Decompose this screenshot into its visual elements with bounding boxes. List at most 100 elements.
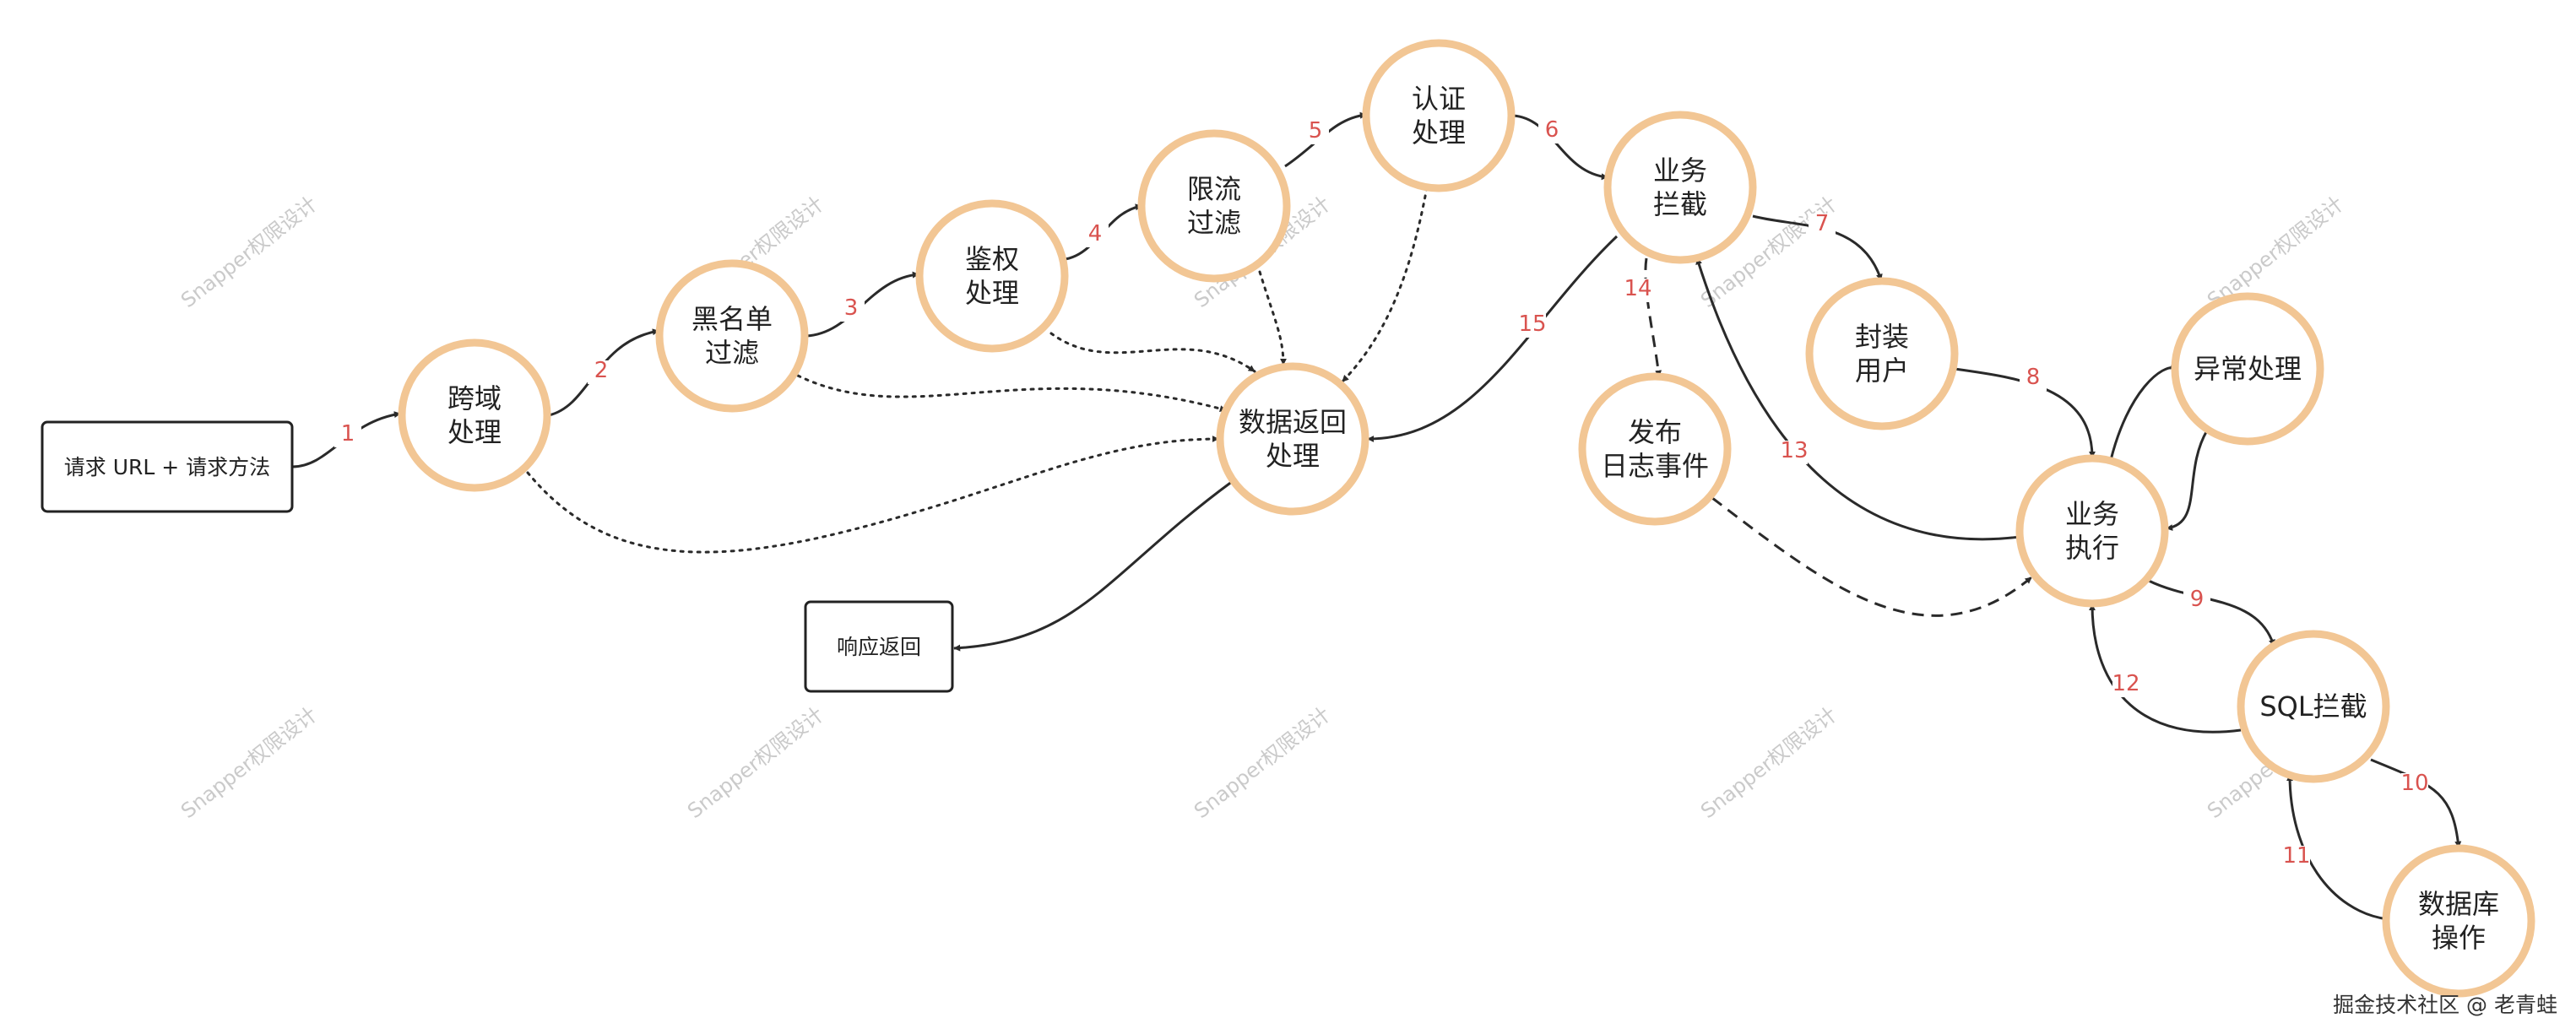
node-circle bbox=[1216, 362, 1369, 516]
node-label: 发布 bbox=[1628, 416, 1682, 448]
edge-label-8: 8 bbox=[2026, 365, 2041, 390]
node-circle bbox=[2382, 844, 2535, 998]
node-circle bbox=[1137, 129, 1291, 283]
edge-label-bg bbox=[334, 424, 361, 447]
node-exception: 异常处理 bbox=[2171, 292, 2324, 446]
node-label: 业务 bbox=[2065, 498, 2119, 530]
watermark-text: Snapper权限设计 bbox=[1696, 702, 1841, 823]
node-label: 拦截 bbox=[1653, 188, 1707, 220]
node-box bbox=[41, 420, 294, 513]
node-label: 黑名单 bbox=[691, 303, 773, 335]
edge-label-bg bbox=[2283, 846, 2310, 869]
edge-biz-intercept-to-dataret bbox=[1367, 235, 1619, 442]
node-label: 日志事件 bbox=[1601, 450, 1709, 482]
edge-exception-to-biz-exec bbox=[2166, 430, 2209, 531]
edge-label-bg bbox=[1781, 441, 1808, 464]
edge-label-bg bbox=[1809, 214, 1836, 237]
edge-cors-to-dataret bbox=[526, 436, 1220, 554]
edge-biz-exec-to-sql-intercept bbox=[2148, 579, 2275, 647]
edge-wrap-user-to-biz-exec bbox=[1954, 367, 2096, 458]
edge-label-11: 11 bbox=[2282, 843, 2310, 869]
node-request: 请求 URL + 请求方法 bbox=[41, 420, 294, 513]
node-label: SQL拦截 bbox=[2259, 690, 2367, 723]
node-label: 数据库 bbox=[2418, 888, 2499, 920]
node-circle bbox=[1578, 372, 1732, 526]
node-circle bbox=[1603, 111, 1757, 264]
node-label: 用户 bbox=[1855, 355, 1909, 387]
edge-label-6: 6 bbox=[1545, 117, 1559, 143]
watermark-text: Snapper权限设计 bbox=[176, 702, 322, 823]
edge-label-bg bbox=[588, 360, 615, 384]
edge-biz-exec-to-biz-intercept bbox=[1695, 257, 2020, 541]
node-label: 数据返回 bbox=[1239, 406, 1347, 438]
node-sql-intercept: SQL拦截 bbox=[2237, 630, 2390, 783]
node-label: 处理 bbox=[1266, 440, 1320, 472]
node-label: 响应返回 bbox=[837, 635, 921, 659]
node-label: 处理 bbox=[1412, 116, 1466, 149]
edge-label-7: 7 bbox=[1815, 211, 1830, 236]
watermark-text: Snapper权限设计 bbox=[2203, 192, 2348, 312]
edge-label-bg bbox=[838, 298, 865, 322]
node-label: 过滤 bbox=[705, 337, 759, 369]
edge-label-3: 3 bbox=[844, 295, 859, 321]
node-circle bbox=[1805, 277, 1959, 430]
node-label: 跨域 bbox=[447, 382, 502, 414]
edge-label-9: 9 bbox=[2190, 587, 2205, 612]
node-label: 过滤 bbox=[1187, 207, 1241, 239]
credit-text: 掘金技术社区 @ 老青蛙 bbox=[2333, 993, 2557, 1017]
watermark-text: Snapper权限设计 bbox=[176, 192, 322, 312]
watermark-text: Snapper权限设计 bbox=[683, 702, 828, 823]
edge-label-12: 12 bbox=[2112, 671, 2139, 696]
edge-label-1: 1 bbox=[341, 421, 355, 447]
node-label: 处理 bbox=[447, 416, 502, 448]
node-circle bbox=[915, 199, 1069, 353]
node-layer: 请求 URL + 请求方法跨域处理黑名单过滤鉴权处理限流过滤认证处理数据返回处理… bbox=[41, 39, 2535, 998]
edge-ratelimit-to-dataret bbox=[1258, 270, 1287, 366]
node-box bbox=[804, 600, 954, 693]
edge-label-bg bbox=[2183, 589, 2210, 613]
edge-label-2: 2 bbox=[594, 358, 609, 383]
edge-biz-exec-to-exception bbox=[2109, 362, 2177, 461]
edge-sql-intercept-to-biz-exec bbox=[2089, 604, 2242, 734]
node-label: 封装 bbox=[1855, 321, 1909, 353]
edge-label-bg bbox=[1302, 121, 1329, 144]
edge-label-bg bbox=[1519, 314, 1546, 338]
node-circle bbox=[2015, 454, 2169, 608]
edge-label-15: 15 bbox=[1518, 311, 1546, 337]
node-label: 鉴权 bbox=[965, 243, 1019, 275]
node-label: 操作 bbox=[2432, 922, 2486, 954]
edge-label-14: 14 bbox=[1624, 276, 1651, 301]
edge-authn-to-biz-intercept bbox=[1512, 114, 1608, 181]
watermark-text: Snapper权限设计 bbox=[1190, 702, 1335, 823]
edge-label-4: 4 bbox=[1088, 221, 1103, 246]
edge-blacklist-to-dataret bbox=[796, 374, 1228, 412]
node-label: 执行 bbox=[2065, 532, 2119, 564]
edge-authn-to-dataret bbox=[1341, 186, 1429, 383]
edge-label-bg bbox=[1538, 120, 1565, 143]
node-response: 响应返回 bbox=[804, 600, 954, 693]
node-circle bbox=[398, 338, 551, 492]
edge-db-op-to-sql-intercept bbox=[2286, 774, 2389, 921]
edge-authz-to-dataret bbox=[1049, 332, 1256, 373]
node-label: 处理 bbox=[965, 277, 1019, 309]
edge-label-bg bbox=[2401, 773, 2428, 797]
node-circle bbox=[1362, 39, 1516, 192]
node-label: 认证 bbox=[1412, 83, 1466, 115]
edge-label-5: 5 bbox=[1309, 118, 1323, 143]
node-label: 请求 URL + 请求方法 bbox=[64, 455, 270, 479]
edge-label-10: 10 bbox=[2400, 771, 2428, 796]
node-circle bbox=[655, 259, 809, 413]
node-circle bbox=[2237, 630, 2390, 783]
